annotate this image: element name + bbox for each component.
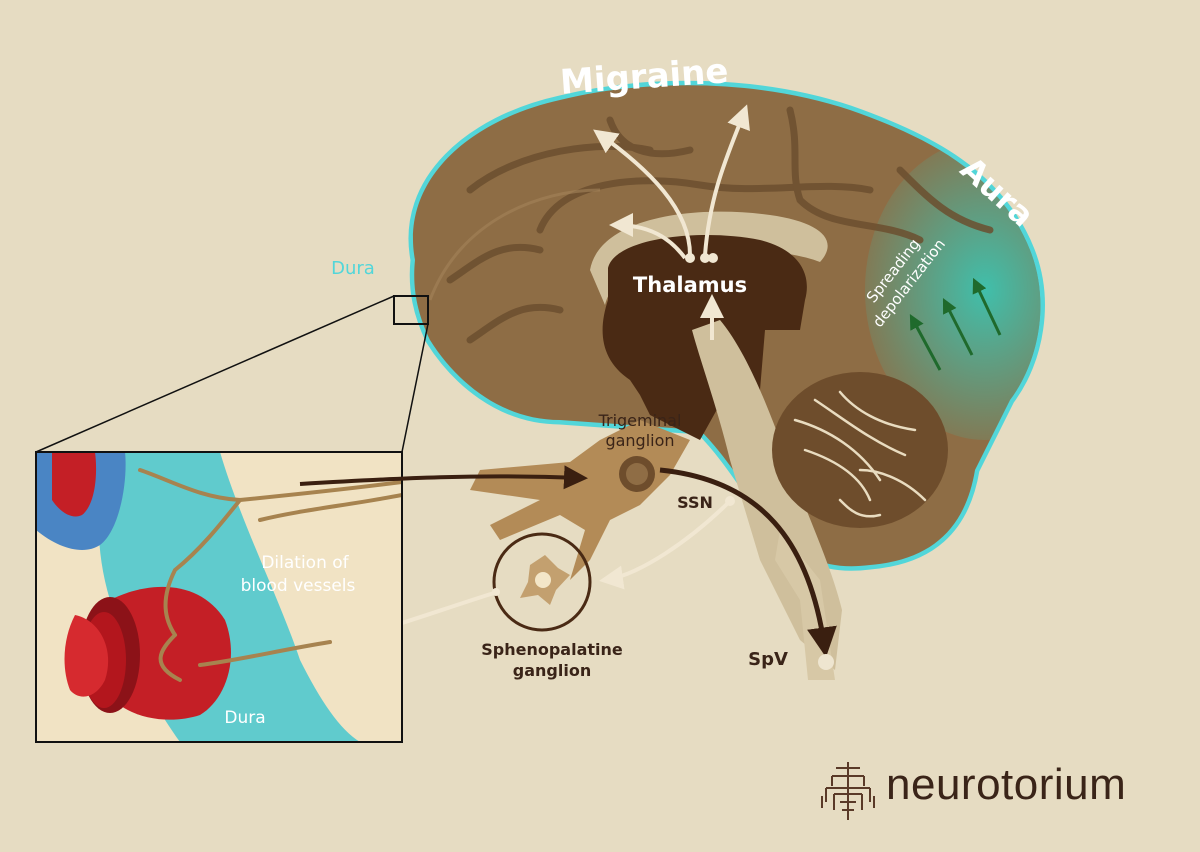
brain [408,80,1045,680]
dilation-label: Dilation of blood vessels [241,553,356,596]
dura-inset-panel: Dilation of blood vessels Dura [35,451,403,743]
depolarization-arrows [909,277,1002,371]
inset-to-trigeminal-arrow [299,465,588,490]
ssn-label: SSN [677,493,713,512]
dura-label: Dura [331,258,375,279]
sphenopalatine-ganglion [492,532,592,632]
svg-text:Trigeminal: Trigeminal [598,411,682,430]
thalamus-label: Thalamus [633,273,747,297]
inset-nerve-fibers [138,468,402,682]
thalamic-projections [593,104,750,340]
sphenopalatine-ganglion-label: Sphenopalatine ganglion [481,640,623,680]
svg-text:Dilation of: Dilation of [261,553,349,573]
inset-red-vessel [64,586,231,720]
zoom-source-box [393,295,429,325]
svg-text:blood vessels: blood vessels [241,576,356,596]
trigeminal-ganglion [470,420,690,580]
brand-name: neurotorium [886,760,1127,809]
ssn-to-spg-arrow [599,501,730,590]
trigeminal-to-spv-arrow [659,467,837,658]
neurotorium-brand: neurotorium [818,758,1178,828]
spv-label: SpV [748,649,788,670]
trigeminal-ganglion-label: Trigeminal ganglion [598,411,682,450]
svg-text:ganglion: ganglion [605,431,674,450]
inset-dura-label: Dura [224,708,265,728]
corpus-callosum [590,211,828,305]
cortex-folds [446,106,994,344]
cerebellum [772,372,948,528]
svg-text:Sphenopalatine: Sphenopalatine [481,640,623,659]
neurotorium-logo-icon [821,762,875,820]
svg-text:ganglion: ganglion [513,661,591,680]
